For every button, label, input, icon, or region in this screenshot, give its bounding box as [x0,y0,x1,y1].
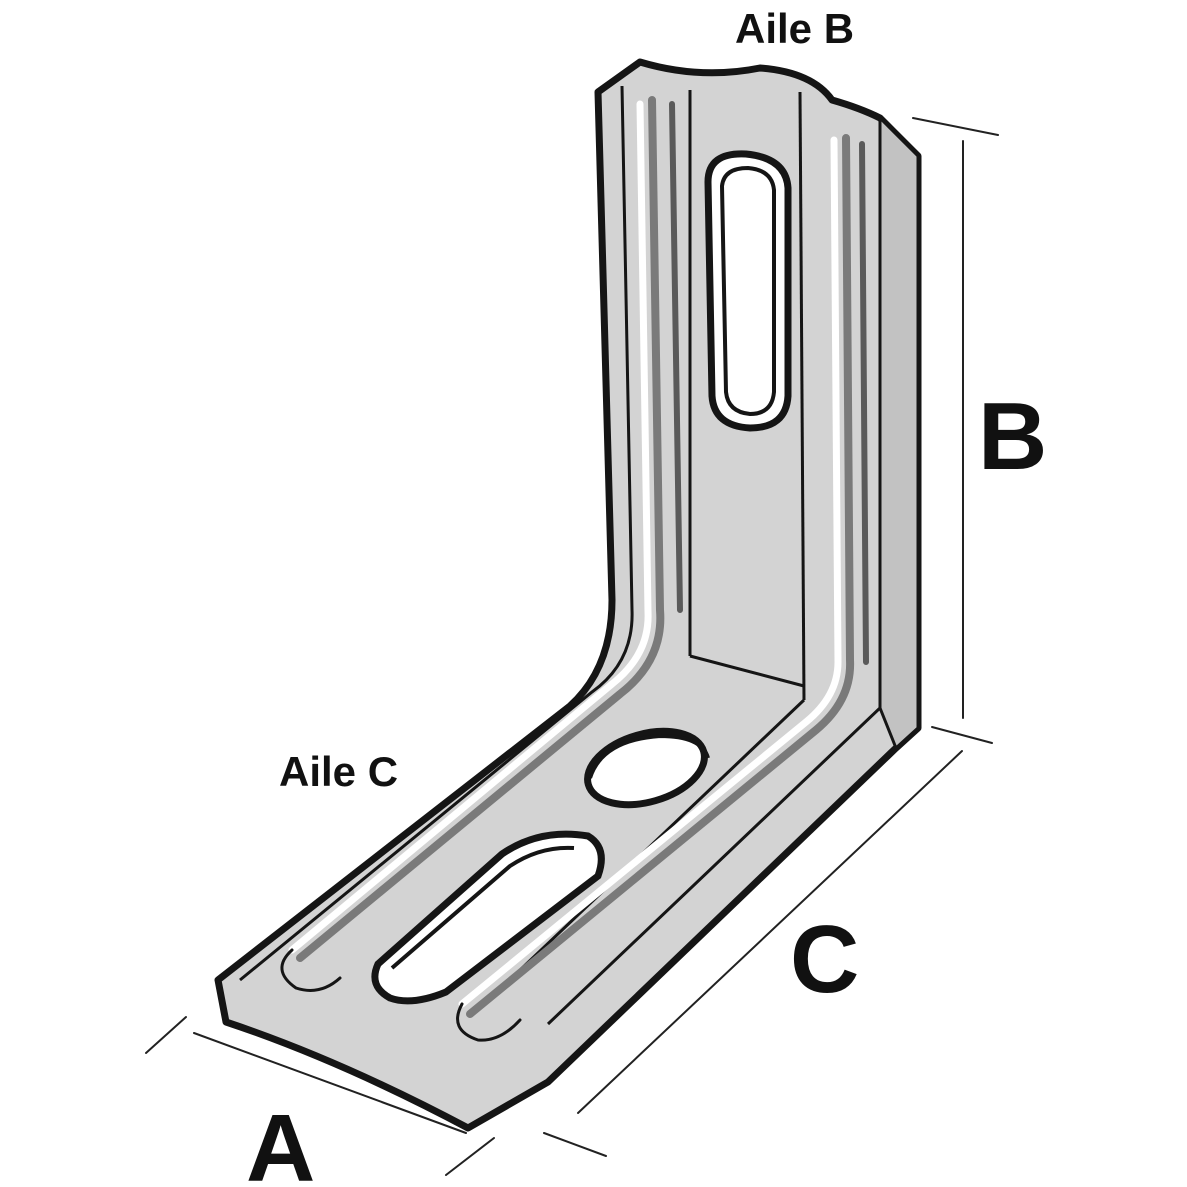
stiffening-ribs [280,96,869,1042]
dimension-a-tick-start [145,1016,187,1054]
wing-b-label: Aile B [735,5,854,52]
dimension-c-tick-start [543,1132,607,1157]
wing-b-slot-inner [719,165,776,417]
wing-b-slot [704,150,792,432]
wing-c-slot [371,830,605,1005]
dimension-a-tick-end [445,1137,495,1176]
dimension-b-tick-top [912,117,999,136]
dimension-a-label: A [246,1095,315,1187]
bracket-right-edge [878,116,920,750]
dimension-b-label: B [978,383,1047,490]
dimension-a-line [193,1032,467,1134]
wing-c-label: Aile C [279,748,398,795]
dimension-lines [145,117,999,1176]
angle-bracket-icon [214,58,922,1132]
dimension-c-label: C [790,906,859,1013]
wing-c-round-hole [584,727,710,809]
dimension-c-line [577,750,963,1114]
dimension-c-tick-end [931,726,993,744]
